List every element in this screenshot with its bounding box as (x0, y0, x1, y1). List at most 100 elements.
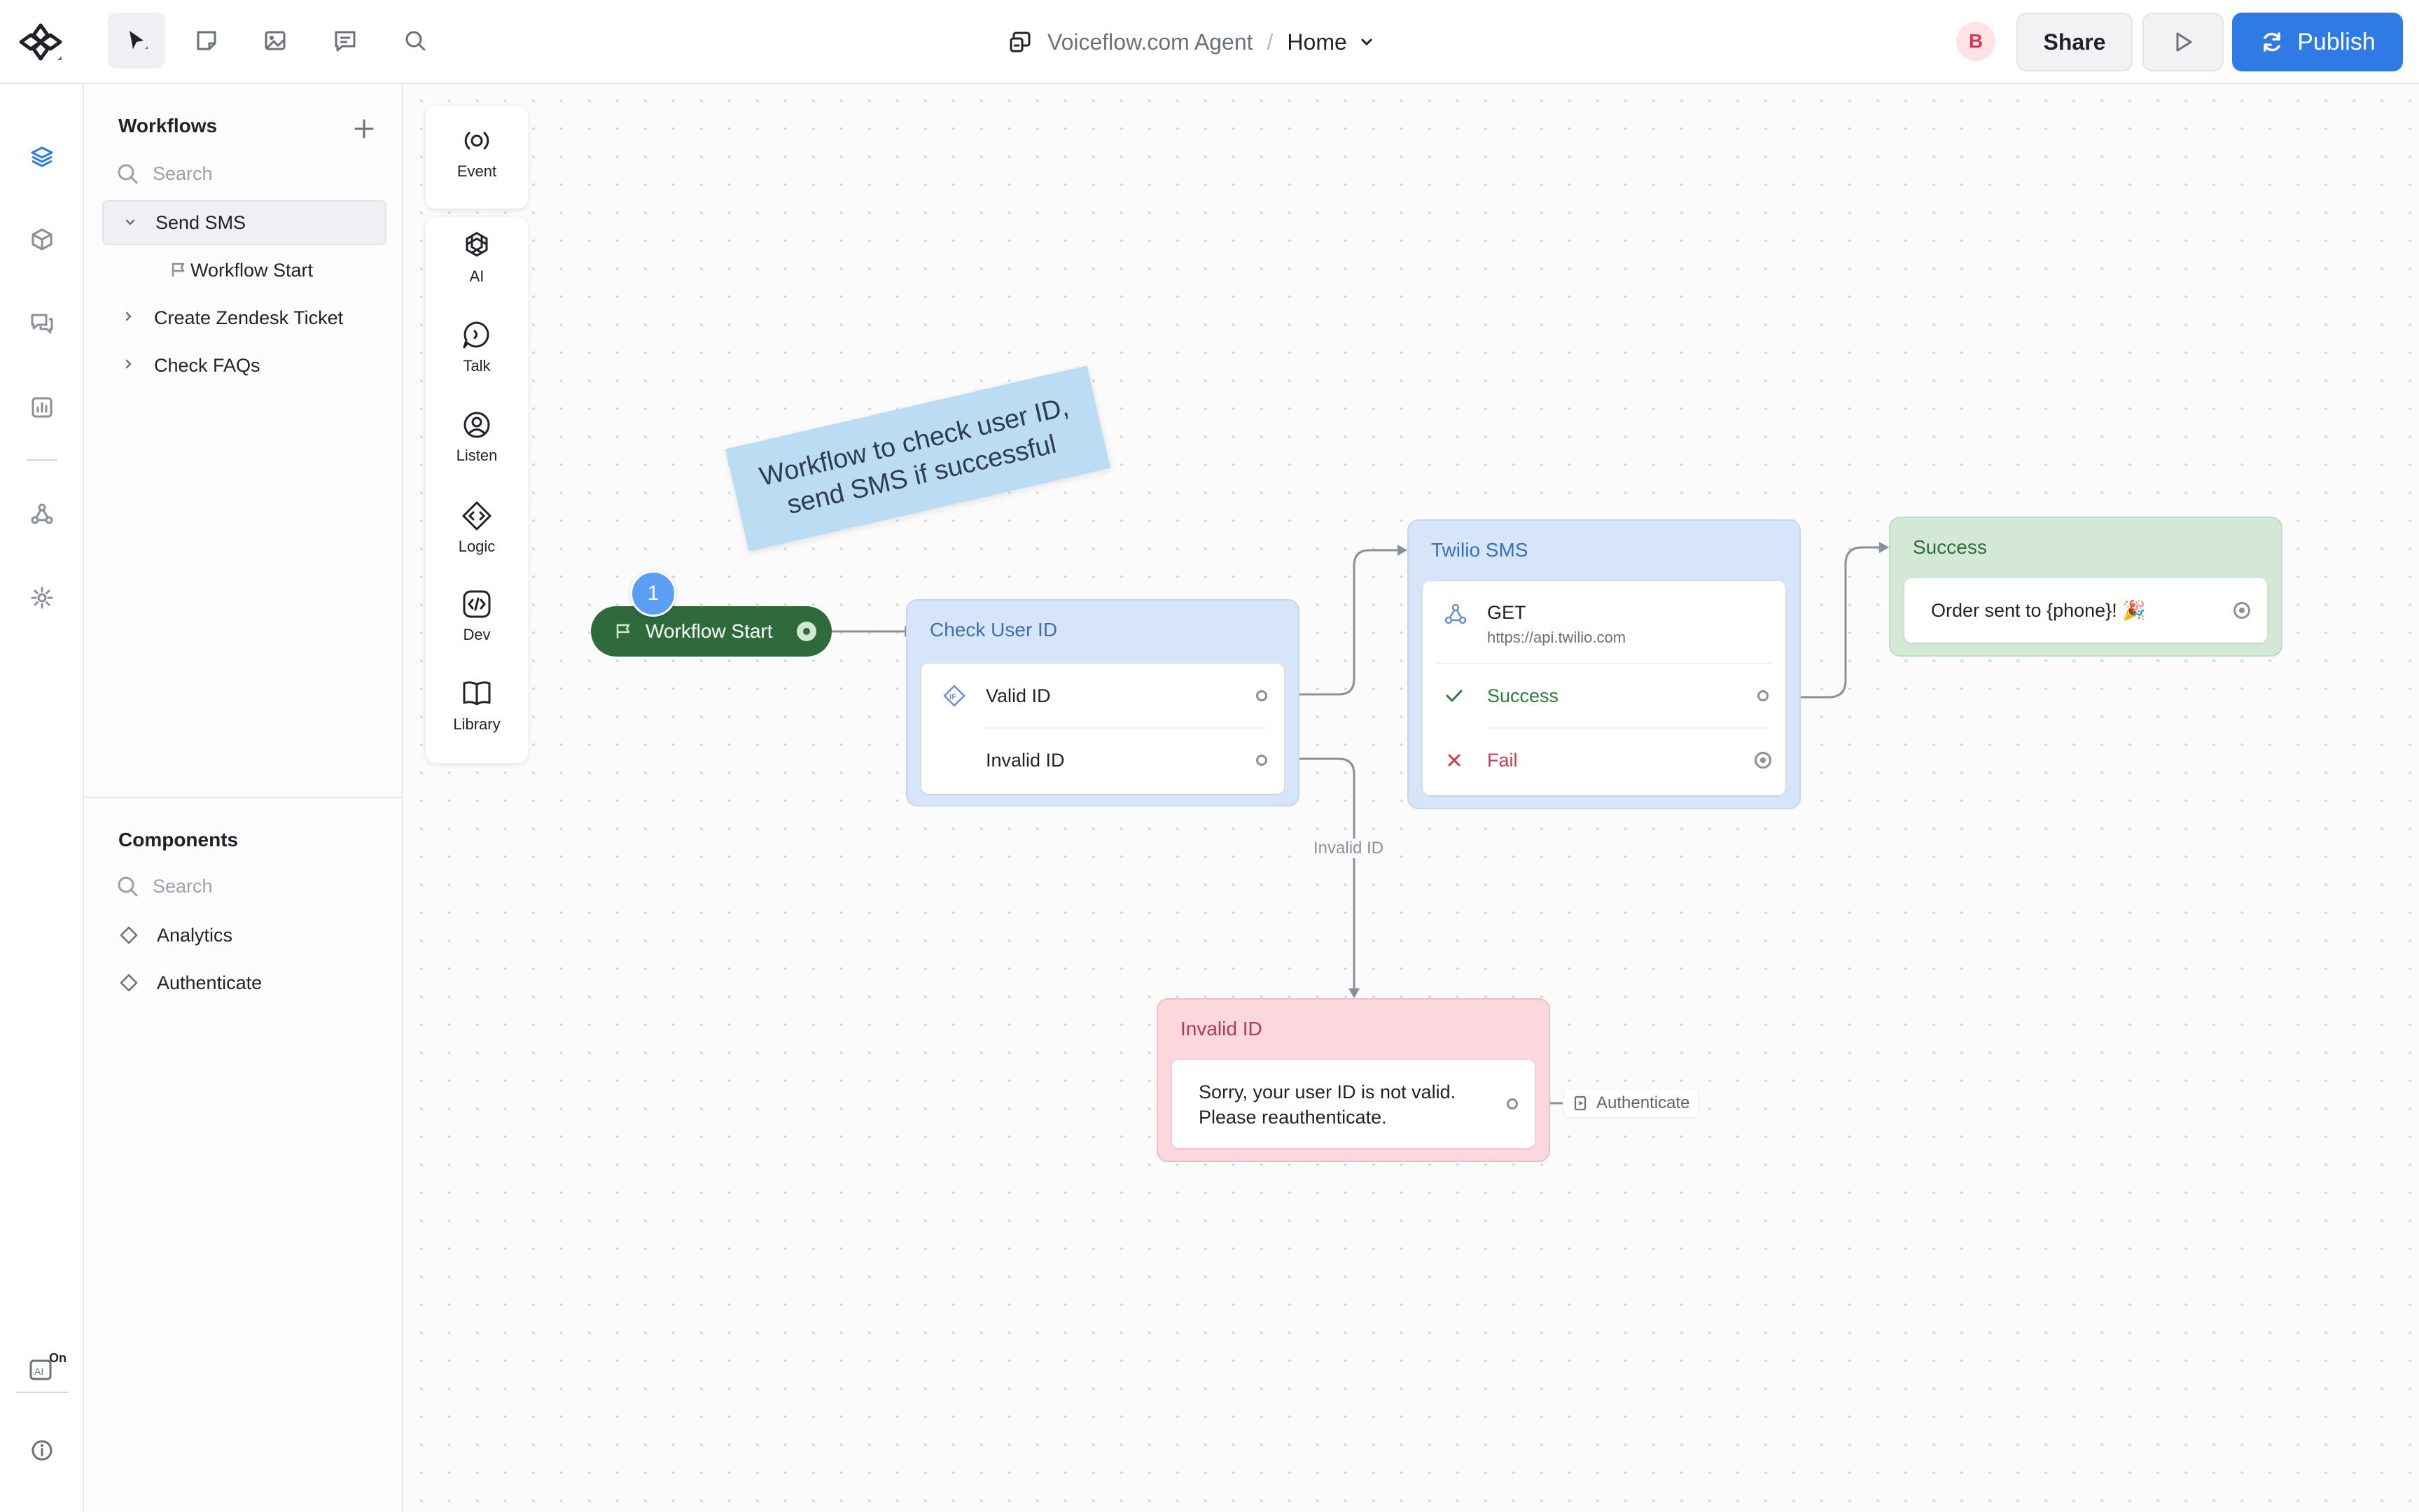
block-library[interactable]: Library (426, 669, 528, 746)
chevron-down-icon[interactable] (122, 214, 139, 231)
info-icon[interactable] (25, 1434, 59, 1467)
output-port[interactable] (1757, 690, 1769, 701)
note-tool-button[interactable] (178, 13, 235, 69)
start-output-port[interactable] (797, 622, 816, 641)
outcome-label: Fail (1487, 749, 1518, 771)
chevron-right-icon[interactable] (120, 308, 137, 325)
comment-tool-button[interactable] (316, 13, 374, 69)
output-port[interactable] (1507, 1098, 1518, 1110)
component-diamond-icon (120, 974, 138, 992)
twilio-sms-node[interactable]: Twilio SMS GET https://api.twilio.com Su… (1407, 519, 1801, 809)
publish-button[interactable]: Publish (2232, 13, 2403, 71)
invalid-id-node[interactable]: Invalid ID Sorry, your user ID is not va… (1157, 998, 1550, 1162)
settings-gear-icon[interactable] (25, 581, 59, 615)
project-name[interactable]: Voiceflow.com Agent (1047, 29, 1253, 55)
api-request-row[interactable]: GET https://api.twilio.com (1423, 581, 1785, 664)
workflow-start-label: Workflow Start (646, 620, 773, 642)
component-item-authenticate[interactable]: Authenticate (119, 969, 262, 997)
chevron-right-icon[interactable] (120, 356, 137, 372)
listen-icon (463, 412, 490, 438)
integrations-icon[interactable] (25, 497, 59, 531)
workflow-item-create-zendesk-ticket[interactable]: Create Zendesk Ticket (102, 295, 386, 340)
output-port[interactable] (1256, 755, 1267, 766)
workflow-label: Check FAQs (154, 354, 260, 376)
block-label: Logic (458, 538, 496, 555)
components-search-input[interactable]: Search (116, 871, 213, 902)
run-button[interactable] (2142, 13, 2224, 71)
flag-icon (172, 262, 185, 276)
block-label: Talk (463, 357, 491, 374)
outcome-row-success[interactable]: Success (1423, 664, 1785, 728)
output-port[interactable] (1755, 752, 1771, 769)
share-button[interactable]: Share (2016, 13, 2133, 71)
search-icon (118, 164, 138, 184)
success-node[interactable]: Success Order sent to {phone}! 🎉 (1889, 517, 2282, 657)
analytics-icon[interactable] (25, 391, 59, 424)
workflows-search-placeholder: Search (153, 162, 213, 184)
output-port[interactable] (2233, 602, 2250, 619)
node-title: Check User ID (930, 619, 1058, 640)
chevron-down-icon[interactable] (1358, 34, 1375, 50)
workflow-child-label: Workflow Start (190, 259, 314, 281)
sync-icon (2264, 32, 2280, 52)
library-icon (463, 681, 491, 706)
block-label: Dev (463, 626, 491, 643)
outcome-row-fail[interactable]: Fail (1423, 728, 1785, 792)
check-icon (1446, 690, 1463, 702)
breadcrumb-separator: / (1267, 29, 1274, 55)
output-port[interactable] (1256, 690, 1267, 701)
component-reference-authenticate[interactable]: Authenticate (1564, 1089, 1699, 1117)
block-label: Library (453, 715, 501, 733)
check-user-id-node[interactable]: Check User ID IF Valid ID Invalid ID (906, 599, 1299, 806)
component-reference-label: Authenticate (1596, 1093, 1690, 1112)
block-toolbar: Event AI Talk Listen Logic Dev (426, 106, 528, 764)
pointer-tool-button[interactable] (108, 13, 165, 69)
component-item-analytics[interactable]: Analytics (119, 921, 232, 949)
image-tool-button[interactable] (246, 13, 304, 69)
message-text: Order sent to {phone}! 🎉 (1931, 600, 2146, 621)
rail-bottom-divider (15, 1392, 69, 1393)
component-label: Analytics (157, 924, 233, 946)
conversations-icon[interactable] (25, 307, 59, 340)
block-event[interactable]: Event (426, 116, 528, 193)
breadcrumb: Voiceflow.com Agent / Home (1008, 25, 1375, 59)
node-title: Success (1913, 536, 1987, 558)
row-divider (986, 727, 1267, 729)
block-group-event: Event (426, 106, 528, 209)
add-workflow-button[interactable] (347, 112, 381, 146)
api-method: GET (1487, 602, 1526, 623)
workflow-item-send-sms[interactable]: Send SMS (102, 200, 386, 245)
component-label: Authenticate (157, 972, 263, 993)
layers-icon[interactable] (25, 140, 59, 174)
block-ai[interactable]: AI (426, 221, 528, 298)
block-logic[interactable]: Logic (426, 491, 528, 568)
avatar[interactable]: B (1956, 22, 1995, 61)
publish-label: Publish (2297, 28, 2376, 55)
cube-icon[interactable] (25, 223, 59, 256)
workflows-search-input[interactable]: Search (116, 158, 213, 189)
block-listen[interactable]: Listen (426, 400, 528, 477)
condition-row-invalid-id[interactable]: Invalid ID (921, 728, 1284, 792)
api-url: https://api.twilio.com (1487, 629, 1626, 646)
page-name[interactable]: Home (1287, 29, 1347, 55)
message-row[interactable]: Order sent to {phone}! 🎉 (1904, 578, 2267, 643)
message-row[interactable]: Sorry, your user ID is not valid. Please… (1172, 1060, 1535, 1148)
sticky-note-icon (197, 31, 216, 50)
workflow-start-node[interactable]: Workflow Start (591, 606, 832, 657)
condition-if-icon: IF (943, 685, 965, 707)
row-divider (1437, 663, 1771, 664)
workflow-child-workflow-start[interactable]: Workflow Start (102, 248, 386, 293)
block-talk[interactable]: Talk (426, 311, 528, 388)
side-panel: Workflows Search Send SMS Workflow Start… (84, 84, 403, 1512)
search-tool-button[interactable] (386, 13, 444, 69)
condition-row-valid-id[interactable]: IF Valid ID (921, 664, 1284, 728)
workflow-item-check-faqs[interactable]: Check FAQs (102, 343, 386, 388)
block-group-main: AI Talk Listen Logic Dev Library (426, 217, 528, 763)
workflow-label: Send SMS (155, 211, 246, 233)
message-text-line2: Please reauthenticate. (1199, 1107, 1387, 1128)
node-body: Sorry, your user ID is not valid. Please… (1172, 1060, 1535, 1148)
block-dev[interactable]: Dev (426, 580, 528, 657)
voiceflow-logo-icon[interactable] (17, 20, 64, 64)
